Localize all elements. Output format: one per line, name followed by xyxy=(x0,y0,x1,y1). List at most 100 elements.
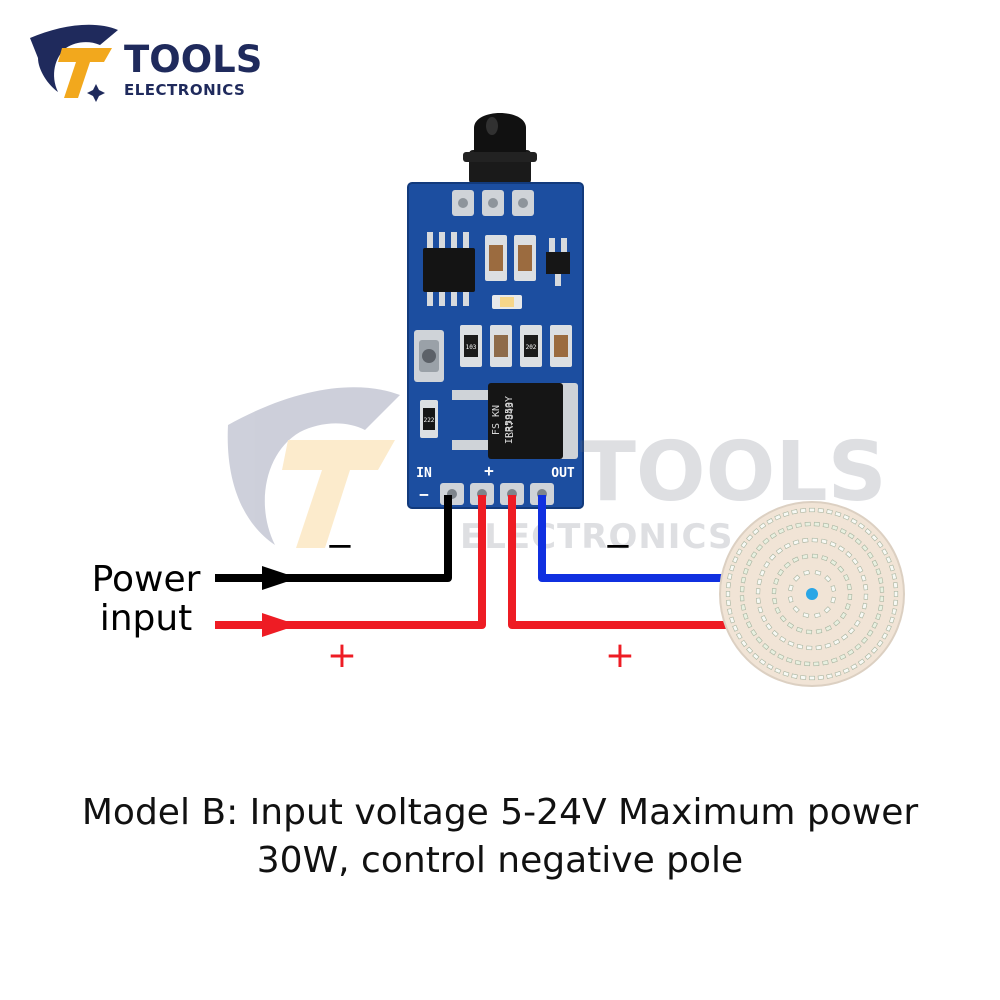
led-chip xyxy=(755,588,761,595)
led-chip xyxy=(746,534,754,542)
resistor-left: 222 xyxy=(420,400,438,438)
led-chip xyxy=(871,621,878,629)
comparator-chip xyxy=(423,232,475,306)
led-chip xyxy=(769,532,777,540)
led-chip xyxy=(861,636,868,644)
logo-mark-t xyxy=(58,48,112,98)
led-chip xyxy=(839,653,847,661)
led-chip xyxy=(809,507,815,513)
led-chip xyxy=(847,593,853,600)
led-chip xyxy=(800,675,807,680)
led-chip xyxy=(740,639,748,647)
led-chip xyxy=(813,521,820,527)
led-chip xyxy=(885,556,892,564)
led-chip xyxy=(842,514,850,521)
led-chip xyxy=(792,556,800,563)
led-chip xyxy=(804,521,811,527)
brand-logo: TOOLS ELECTRONICS xyxy=(30,24,262,102)
led-chip xyxy=(759,522,767,530)
led-chip xyxy=(802,612,810,619)
led-chip xyxy=(777,527,785,535)
led-chip xyxy=(851,557,859,565)
led-chip xyxy=(750,551,758,559)
led-chip xyxy=(834,671,842,677)
arrow-input-negative xyxy=(262,566,298,590)
led-chip xyxy=(817,675,824,680)
led-chip xyxy=(783,542,791,550)
led-chip xyxy=(792,539,800,546)
led-chip xyxy=(863,584,869,591)
led-chip xyxy=(806,629,813,635)
led-chip xyxy=(755,597,761,604)
led-chip xyxy=(742,567,749,575)
led-chip xyxy=(787,640,795,647)
led-chip xyxy=(831,524,839,531)
led-chip xyxy=(893,591,899,597)
led-chip xyxy=(889,564,895,572)
led-chip xyxy=(765,623,773,631)
led-chip xyxy=(866,629,874,637)
led-chip xyxy=(750,629,758,637)
led-chip xyxy=(811,537,818,543)
led-chip xyxy=(815,628,823,634)
led-chips xyxy=(725,507,899,681)
led-chip xyxy=(746,646,754,654)
resistor-code-1: 103 xyxy=(466,344,477,351)
led-chip xyxy=(787,596,794,603)
led-chip xyxy=(726,599,731,606)
led-chip xyxy=(736,548,743,556)
mosfet-marking-1: LR7843 xyxy=(505,402,516,438)
led-chip xyxy=(756,544,763,552)
led-chip xyxy=(740,576,747,584)
led-chip xyxy=(809,675,815,681)
led-chip xyxy=(857,522,865,530)
led-chip xyxy=(800,508,807,513)
caption-line-2: 30W, control negative pole xyxy=(257,840,743,881)
led-chip xyxy=(813,661,820,667)
led-chip xyxy=(824,642,832,649)
led-chip xyxy=(739,595,745,602)
led-chip xyxy=(782,511,790,517)
transistor xyxy=(546,238,570,286)
led-chip xyxy=(824,575,832,583)
push-button xyxy=(414,330,444,382)
pin-label-out: OUT xyxy=(551,466,575,481)
led-chip xyxy=(866,551,874,559)
led-chip xyxy=(740,541,748,549)
led-chip xyxy=(755,636,763,644)
led-chip xyxy=(877,604,884,612)
led-chip xyxy=(839,528,847,535)
led-chip xyxy=(739,586,745,593)
led-chip xyxy=(752,652,760,660)
led-chip xyxy=(774,606,781,614)
led-chip xyxy=(732,556,739,564)
led-chip xyxy=(870,646,878,654)
led-chip xyxy=(729,616,735,624)
led-chip xyxy=(830,585,837,592)
wire-output-negative xyxy=(538,495,730,582)
led-chip xyxy=(844,603,851,611)
led-chip xyxy=(793,574,801,582)
led-chip xyxy=(768,553,777,561)
led-chip xyxy=(853,619,861,627)
led-chip xyxy=(875,568,882,576)
led-chip xyxy=(766,518,774,525)
led-chip xyxy=(777,653,785,660)
led-chip xyxy=(727,573,733,580)
resistor-code-2: 202 xyxy=(526,344,537,351)
led-chip xyxy=(881,632,888,640)
wire-input-positive xyxy=(215,495,486,629)
led-chip xyxy=(850,663,858,670)
led-chip xyxy=(847,532,855,540)
led-chip xyxy=(806,645,813,651)
led-chip xyxy=(772,597,778,605)
led-chip xyxy=(893,582,898,589)
led-chip xyxy=(752,528,760,536)
led-chip xyxy=(856,565,864,573)
led-chip xyxy=(871,559,879,567)
led-chip xyxy=(794,659,802,666)
led-chip xyxy=(727,608,733,615)
led-chip xyxy=(746,559,753,567)
logo-sparkle xyxy=(87,84,105,102)
